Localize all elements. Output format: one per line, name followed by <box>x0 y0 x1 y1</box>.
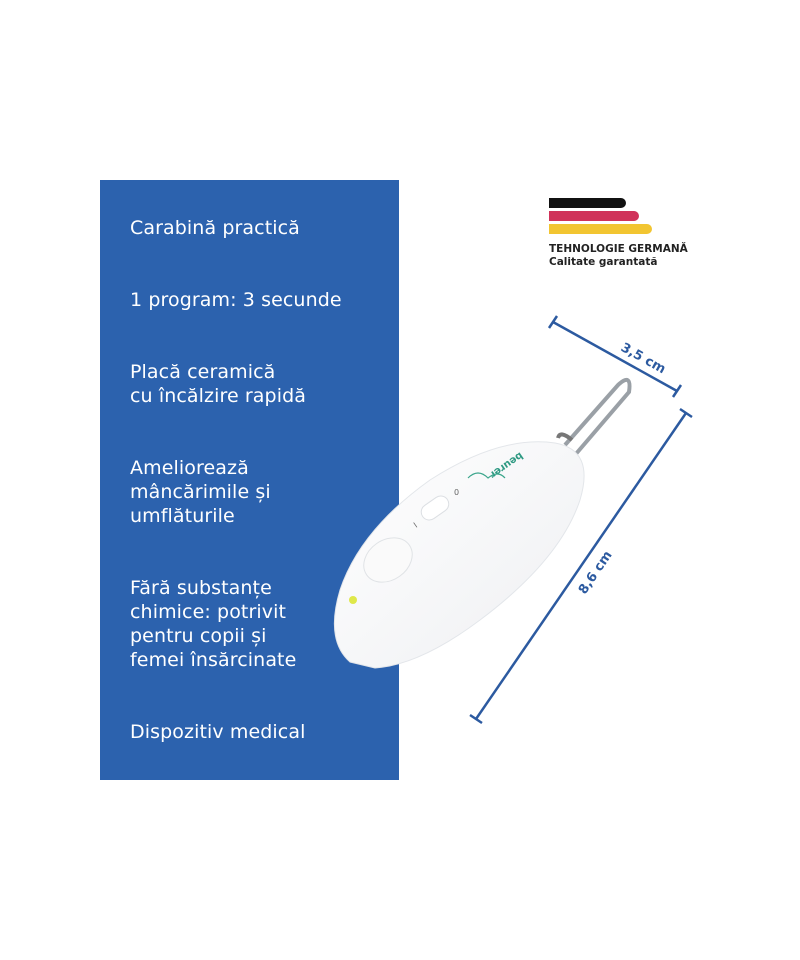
dimension-width <box>547 315 683 398</box>
led-indicator-icon <box>349 596 357 604</box>
switch-off-label: 0 <box>454 488 459 497</box>
badge-subtitle: Calitate garantată <box>549 256 658 268</box>
device-body: beurer 0 I <box>333 441 585 669</box>
feature-medical-device: Dispozitiv medical <box>130 721 306 743</box>
german-flag-icon <box>549 198 652 237</box>
switch-on-label: I <box>412 521 419 530</box>
badge-title: TEHNOLOGIE GERMANĂ <box>549 243 688 255</box>
dimension-length <box>469 407 693 725</box>
activation-button[interactable] <box>355 529 421 592</box>
feature-ceramic-plate: Placă ceramică cu încălzire rapidă <box>130 361 306 407</box>
feature-program: 1 program: 3 secunde <box>130 289 342 311</box>
carabiner-clip <box>556 377 632 457</box>
feature-itch-relief: Ameliorează mâncărimile și umflăturile <box>130 457 271 527</box>
power-switch[interactable] <box>418 493 452 523</box>
feature-chemical-free: Fără substanțe chimice: potrivit pentru … <box>130 577 297 671</box>
mosquito-icon <box>467 472 506 479</box>
dimension-length-label: 8,6 cm <box>576 548 616 597</box>
feature-carabiner: Carabină practică <box>130 217 300 239</box>
features-panel: Carabină practică 1 program: 3 secunde P… <box>100 180 399 780</box>
